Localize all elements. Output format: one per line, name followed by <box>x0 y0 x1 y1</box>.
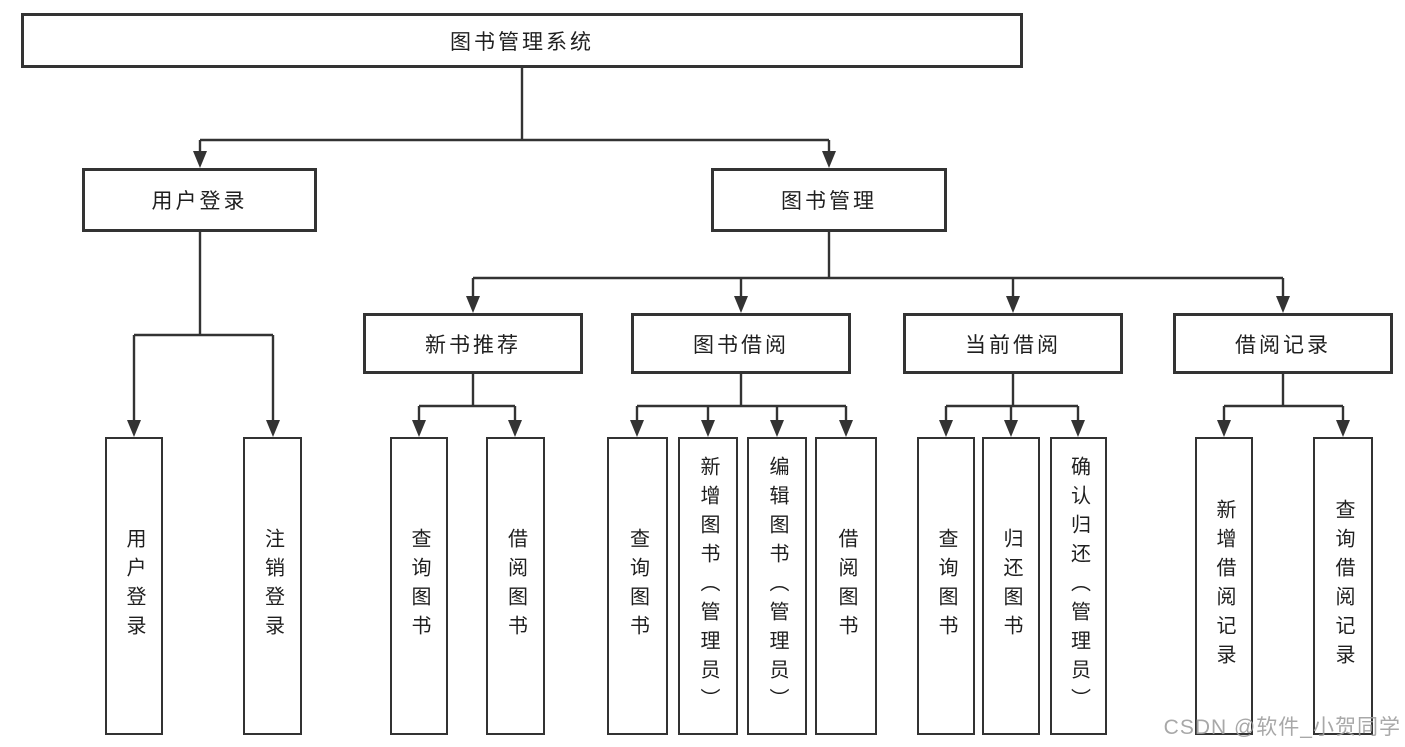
book-borrow-box: 图书借阅 <box>631 313 851 374</box>
arrowhead-icon <box>466 296 480 313</box>
arrowhead-icon <box>939 420 953 437</box>
arrowhead-icon <box>770 420 784 437</box>
arrowhead-icon <box>630 420 644 437</box>
arrowhead-icon <box>508 420 522 437</box>
edge-path <box>471 232 1285 300</box>
new-book-recommend-box: 新书推荐 <box>363 313 583 374</box>
leaf-query-book-3-label: 查询图书 <box>935 528 957 644</box>
leaf-borrow-book-1-box: 借阅图书 <box>486 437 545 735</box>
arrowhead-icon <box>127 420 141 437</box>
arrowhead-icon <box>822 151 836 168</box>
edge-path <box>944 374 1080 424</box>
watermark: CSDN @软件_小贺同学 <box>1163 716 1401 739</box>
leaf-borrow-book-2-label: 借阅图书 <box>835 528 857 644</box>
arrowhead-icon <box>1217 420 1231 437</box>
arrowhead-icon <box>1004 420 1018 437</box>
leaf-query-book-1-label: 查询图书 <box>408 528 430 644</box>
leaf-user-login-label: 用户登录 <box>123 528 145 644</box>
edge-path <box>198 68 831 155</box>
arrowhead-icon <box>734 296 748 313</box>
arrowhead-icon <box>193 151 207 168</box>
leaf-return-book-box: 归还图书 <box>982 437 1040 735</box>
leaf-edit-book-label: 编辑图书（管理员） <box>766 455 788 717</box>
leaf-logout-box: 注销登录 <box>243 437 302 735</box>
leaf-query-book-2-label: 查询图书 <box>626 528 649 644</box>
current-borrow-box: 当前借阅 <box>903 313 1123 374</box>
arrowhead-icon <box>1071 420 1085 437</box>
leaf-confirm-return-box: 确认归还（管理员） <box>1050 437 1107 735</box>
user-login-label: 用户登录 <box>151 190 248 213</box>
leaf-user-login-box: 用户登录 <box>105 437 163 735</box>
borrow-record-label: 借阅记录 <box>1235 333 1331 357</box>
arrowhead-icon <box>266 420 280 437</box>
current-borrow-label: 当前借阅 <box>965 333 1061 357</box>
arrowhead-icon <box>1276 296 1290 313</box>
leaf-add-borrow-record-box: 新增借阅记录 <box>1195 437 1253 735</box>
book-borrow-label: 图书借阅 <box>693 333 789 357</box>
edge-path <box>417 374 517 424</box>
leaf-query-borrow-record-label: 查询借阅记录 <box>1332 499 1354 673</box>
leaf-return-book-label: 归还图书 <box>1000 528 1022 644</box>
root-label: 图书管理系统 <box>450 30 594 54</box>
edge-path <box>1222 374 1345 424</box>
user-login-box: 用户登录 <box>82 168 317 232</box>
new-book-recommend-label: 新书推荐 <box>425 333 521 357</box>
edge-path <box>635 374 848 424</box>
leaf-query-book-1-box: 查询图书 <box>390 437 448 735</box>
leaf-borrow-book-1-label: 借阅图书 <box>504 528 527 644</box>
leaf-confirm-return-label: 确认归还（管理员） <box>1067 455 1090 717</box>
arrowhead-icon <box>839 420 853 437</box>
edge-path <box>132 232 275 424</box>
leaf-query-book-3-box: 查询图书 <box>917 437 975 735</box>
arrowhead-icon <box>1006 296 1020 313</box>
leaf-query-book-2-box: 查询图书 <box>607 437 668 735</box>
leaf-add-book-box: 新增图书（管理员） <box>678 437 738 735</box>
book-management-box: 图书管理 <box>711 168 947 232</box>
book-management-label: 图书管理 <box>781 190 877 213</box>
leaf-add-borrow-record-label: 新增借阅记录 <box>1213 499 1235 673</box>
leaf-add-book-label: 新增图书（管理员） <box>697 455 719 717</box>
arrowhead-icon <box>412 420 426 437</box>
root-box: 图书管理系统 <box>21 13 1023 68</box>
leaf-edit-book-box: 编辑图书（管理员） <box>747 437 807 735</box>
leaf-borrow-book-2-box: 借阅图书 <box>815 437 877 735</box>
borrow-record-box: 借阅记录 <box>1173 313 1393 374</box>
leaf-query-borrow-record-box: 查询借阅记录 <box>1313 437 1373 735</box>
leaf-logout-label: 注销登录 <box>261 528 284 644</box>
arrowhead-icon <box>1336 420 1350 437</box>
arrowhead-icon <box>701 420 715 437</box>
